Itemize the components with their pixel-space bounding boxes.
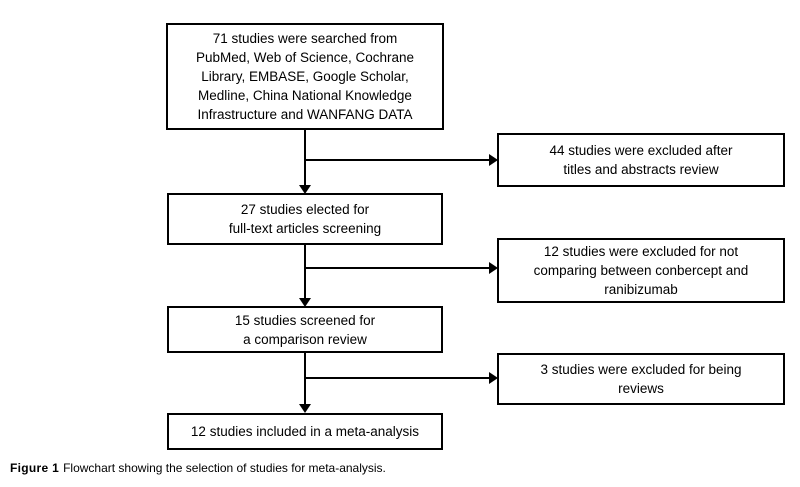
flow-box-comparison-review: 15 studies screened for a comparison rev…: [167, 306, 443, 353]
connector-line-down-1: [304, 129, 306, 186]
connector-line-down-3: [304, 353, 306, 406]
connector-line-down-2: [304, 244, 306, 300]
flow-box-excluded-titles-abstracts: 44 studies were excluded after titles an…: [497, 133, 785, 187]
arrow-down-icon-2: [299, 298, 311, 307]
connector-line-right-1: [305, 159, 491, 161]
arrow-right-icon-3: [489, 372, 498, 384]
figure-caption-text: Flowchart showing the selection of studi…: [63, 461, 386, 475]
flow-box-search: 71 studies were searched from PubMed, We…: [166, 23, 444, 130]
flow-box-meta-analysis: 12 studies included in a meta-analysis: [167, 413, 443, 450]
figure-caption-label: Figure 1: [10, 461, 60, 475]
arrow-right-icon-1: [489, 154, 498, 166]
connector-line-right-3: [305, 377, 491, 379]
arrow-down-icon-3: [299, 404, 311, 413]
arrow-down-icon-1: [299, 185, 311, 194]
flow-box-excluded-not-comparing: 12 studies were excluded for not compari…: [497, 238, 785, 303]
flow-box-excluded-reviews: 3 studies were excluded for being review…: [497, 353, 785, 405]
arrow-right-icon-2: [489, 262, 498, 274]
flow-box-full-text-screening: 27 studies elected for full-text article…: [167, 193, 443, 245]
connector-line-right-2: [305, 267, 491, 269]
